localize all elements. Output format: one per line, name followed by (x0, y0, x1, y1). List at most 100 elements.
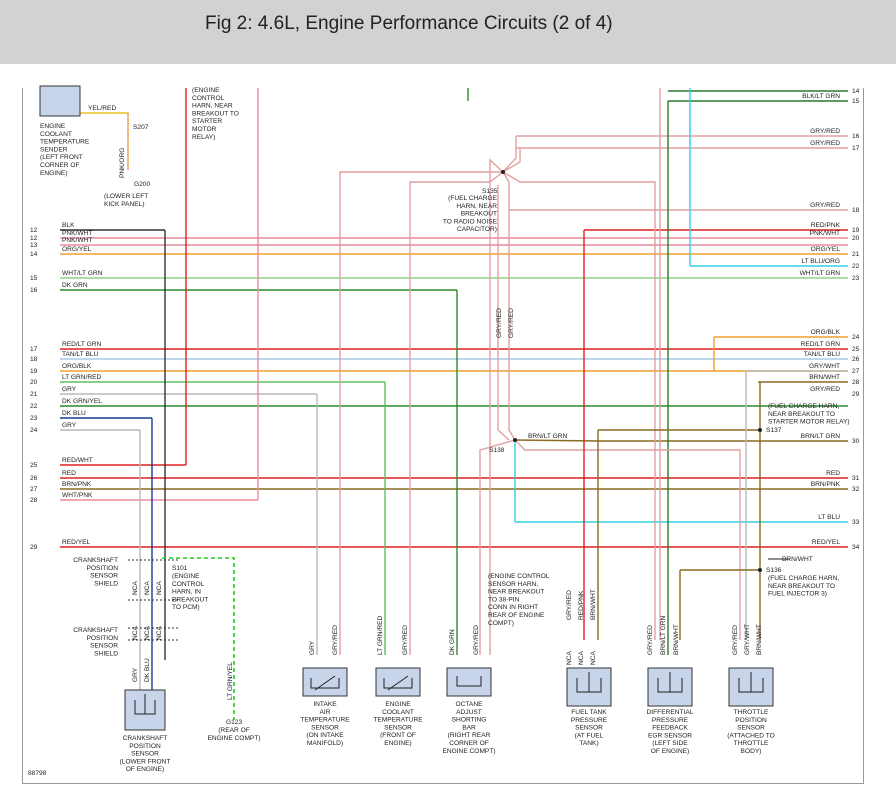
dpfe-sensor-label: DIFFERENTIAL (647, 709, 694, 716)
fuel-tank-sensor-label: TANK) (579, 740, 598, 747)
s135-note: (FUEL CHARGE (448, 195, 497, 202)
wire-color-label: DK BLU (62, 410, 86, 417)
wire-number: 20 (30, 379, 38, 386)
s137-note: STARTER MOTOR RELAY) (768, 419, 850, 426)
wire-number: 13 (30, 242, 38, 249)
diagram-frame (22, 88, 864, 784)
wire-number: 15 (852, 98, 860, 105)
wire-number: 26 (852, 356, 860, 363)
wire-color-label: GRY (62, 386, 77, 393)
s135-note: BREAKOUT (461, 211, 497, 218)
tp-brn-wht-label: BRN/WHT (756, 624, 763, 655)
wire-color-label: GRY/RED (810, 202, 840, 209)
wire-color-label: DK GRN/YEL (62, 398, 102, 405)
wire-gry-red-octane2 (479, 439, 516, 655)
s136-note: FUEL INJECTOR 3) (768, 591, 827, 598)
dpfe-gry-red-label: GRY/RED (647, 625, 654, 655)
octane-bar-label: OCTANE (456, 701, 484, 708)
ckp-shield-label-2: SHIELD (94, 650, 118, 657)
iat-sensor-label: MANIFOLD) (307, 740, 343, 747)
ckp-nca-label-6: NCA (156, 625, 163, 640)
wire-number: 18 (30, 356, 38, 363)
yel-red-label: YEL/RED (88, 105, 116, 112)
wire-number: 22 (30, 403, 38, 410)
wire-color-label: ORG/YEL (811, 246, 841, 253)
wire-gry-red-tp (514, 439, 741, 640)
wire-number: 20 (852, 235, 860, 242)
s137-label: S137 (766, 427, 782, 434)
octane-bar-label: (RIGHT REAR (448, 732, 491, 739)
ect-sender-label: ENGINE (40, 123, 66, 130)
octane-bar-label: SHORTING (452, 717, 487, 724)
octane-bar-symbol (456, 676, 482, 687)
octane-bar-label: CORNER OF (449, 740, 489, 747)
wire-number: 19 (30, 368, 38, 375)
wire-number: 12 (30, 235, 38, 242)
ckp-shield-label-1: SHIELD (94, 580, 118, 587)
wire-gry-red-s138a (497, 185, 510, 441)
fuel-tank-sensor-label: FUEL TANK (571, 709, 607, 716)
ect-sender-label: SENDER (40, 146, 68, 153)
ect-sensor-label: COOLANT (382, 709, 414, 716)
ckp-sensor-label: CRANKSHAFT (123, 735, 168, 742)
tp-sensor-symbol (738, 672, 764, 693)
octane-bar-label: ADJUST (456, 709, 482, 716)
dpfe-brn-wht-label: BRN/WHT (673, 624, 680, 655)
ckp-nca-label: NCA (132, 580, 139, 595)
wire-color-label: WHT/LT GRN (800, 270, 841, 277)
s135-label: S135 (482, 188, 498, 195)
iat-gry-red-label: GRY/RED (332, 625, 339, 655)
wire-number: 12 (30, 227, 38, 234)
gry-red-label-a: GRY/RED (496, 308, 503, 338)
wire-color-label: GRY/RED (810, 140, 840, 147)
wire-number: 29 (30, 544, 38, 551)
s138-note: NEAR BREAKOUT (488, 589, 544, 596)
wire-color-label: RED/WHT (62, 457, 93, 464)
dpfe-sensor-symbol (657, 672, 683, 693)
wire-number: 26 (30, 475, 38, 482)
fuel-gry-red-label: GRY/RED (566, 590, 573, 620)
dpfe-sensor-label: (LEFT SIDE (652, 740, 688, 747)
wire-lt-grn-yel-dashed (162, 557, 235, 720)
s138-dot (513, 438, 517, 442)
s138-note: REAR OF ENGINE (488, 612, 545, 619)
s138-note: TO 38-PIN (488, 596, 520, 603)
wire-color-label: BLK/LT GRN (802, 93, 840, 100)
wire-number: 24 (852, 334, 860, 341)
wire-color-label: LT BLU/ORG (801, 258, 840, 265)
iat-sensor-label: AIR (320, 709, 331, 716)
wire-color-label: BLK (62, 222, 75, 229)
wire-number: 34 (852, 544, 860, 551)
wire-number: 21 (852, 251, 860, 258)
s101-note: HARN, IN (172, 589, 201, 596)
label-layer: 12BLK12PNK/WHT13PNK/WHT14ORG/YEL15WHT/LT… (28, 87, 860, 777)
fuel-brn-wht-label: BRN/WHT (590, 589, 597, 620)
g123-note: ENGINE COMPT) (207, 735, 260, 742)
s101-note: BREAKOUT (172, 596, 208, 603)
octane-gry-red-label: GRY/RED (473, 625, 480, 655)
wire-number: 18 (852, 207, 860, 214)
ect-sender-label: TEMPERATURE (40, 139, 90, 146)
fuel-tank-sensor-label: (AT FUEL (575, 732, 604, 739)
wire-color-label: PNK/WHT (62, 230, 92, 237)
ect-sensor-label: ENGINE (385, 701, 411, 708)
s138-note: (ENGINE CONTROL (488, 573, 550, 580)
ect-lt-grn-red-label: LT GRN/RED (377, 615, 384, 655)
ckp-sensor-label: OF ENGINE) (126, 766, 164, 773)
wire-color-label: RED/PNK (811, 222, 841, 229)
s137-dot (758, 428, 762, 432)
octane-bar (446, 667, 492, 697)
tp-sensor-label: SENSOR (737, 725, 765, 732)
wire-number: 25 (30, 462, 38, 469)
wire-number: 22 (852, 263, 860, 270)
wire-color-label: GRY/WHT (809, 363, 840, 370)
fuel-red-pnk-label: RED/PNK (578, 590, 585, 620)
ect-sensor (375, 667, 421, 697)
harness-note-top: MOTOR (192, 126, 217, 133)
wire-color-label: TAN/LT BLU (804, 351, 841, 358)
wire-color-label: RED (826, 470, 840, 477)
tp-sensor-label: THROTTLE (734, 709, 769, 716)
ckp-nca-label-4: NCA (132, 625, 139, 640)
fuel-tank-sensor-symbol (576, 672, 602, 693)
lt-grn-yel-label: LT GRN/YEL (227, 662, 234, 700)
